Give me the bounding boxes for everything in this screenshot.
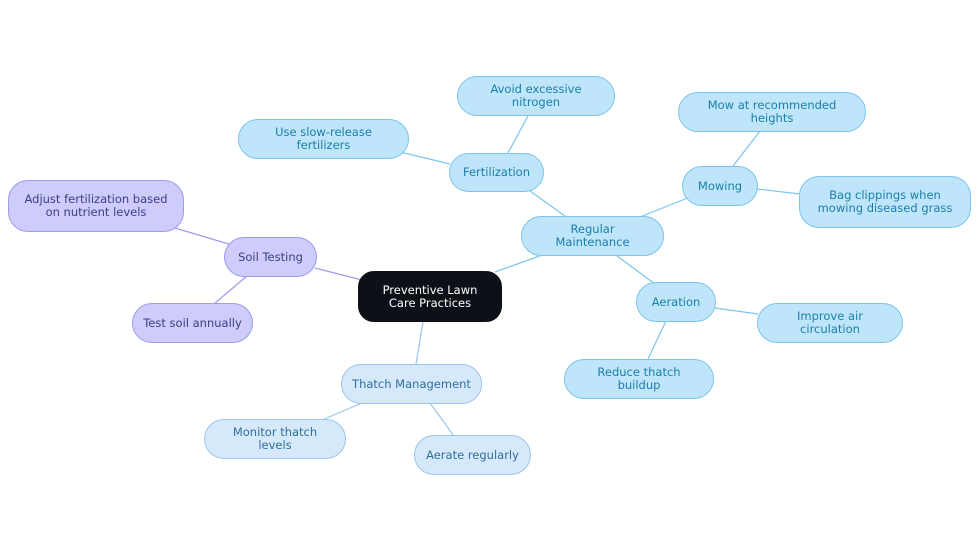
node-slow-release[interactable]: Use slow-release fertilizers — [238, 119, 409, 159]
edge-fertilization-slow-release — [399, 151, 451, 165]
node-preventive-lawn-care[interactable]: Preventive Lawn Care Practices — [358, 271, 502, 322]
edge-soil-adjust — [174, 227, 233, 246]
node-label: Reduce thatch buildup — [597, 365, 681, 392]
edge-mowing-bag — [756, 188, 801, 195]
node-air-circulation[interactable]: Improve air circulation — [757, 303, 903, 343]
edge-fertilization-nitrogen — [507, 115, 529, 154]
edge-center-thatch-management — [415, 321, 424, 365]
node-aeration[interactable]: Aeration — [636, 282, 716, 322]
node-soil-testing[interactable]: Soil Testing — [224, 237, 317, 277]
node-mowing[interactable]: Mowing — [682, 166, 758, 206]
edge-center-soil-testing — [314, 267, 363, 281]
edge-maintenance-aeration — [616, 255, 656, 285]
node-regular-maintenance[interactable]: Regular Maintenance — [521, 216, 664, 256]
node-label: Use slow-release fertilizers — [275, 125, 372, 152]
edge-aeration-thatch-buildup — [647, 320, 667, 360]
node-label: Test soil annually — [143, 315, 242, 330]
edge-thatch-aerate — [429, 402, 455, 437]
node-label: Adjust fertilization based on nutrient l… — [24, 192, 168, 219]
node-label: Soil Testing — [238, 249, 303, 264]
node-label: Preventive Lawn Care Practices — [382, 282, 478, 310]
node-thatch-management[interactable]: Thatch Management — [341, 364, 482, 404]
node-thatch-buildup[interactable]: Reduce thatch buildup — [564, 359, 714, 399]
node-label: Monitor thatch levels — [232, 425, 318, 452]
node-label: Thatch Management — [352, 376, 471, 391]
node-bag-clippings[interactable]: Bag clippings when mowing diseased grass — [799, 176, 971, 228]
node-label: Improve air circulation — [797, 309, 863, 336]
node-mow-heights[interactable]: Mow at recommended heights — [678, 92, 866, 132]
node-label: Aeration — [651, 294, 701, 309]
edge-maintenance-mowing — [639, 196, 691, 218]
node-test-annually[interactable]: Test soil annually — [132, 303, 253, 343]
edge-soil-annually — [214, 275, 248, 304]
node-aerate-regularly[interactable]: Aerate regularly — [414, 435, 531, 475]
node-label: Regular Maintenance — [555, 222, 630, 249]
node-label: Aerate regularly — [426, 447, 519, 462]
node-label: Bag clippings when mowing diseased grass — [817, 188, 953, 215]
node-label: Fertilization — [463, 165, 530, 179]
edge-aeration-air — [714, 307, 759, 315]
node-avoid-nitrogen[interactable]: Avoid excessive nitrogen — [457, 76, 615, 116]
node-label: Mow at recommended heights — [707, 98, 837, 125]
node-fertilization[interactable]: Fertilization — [449, 153, 544, 192]
node-label: Avoid excessive nitrogen — [490, 82, 582, 109]
node-monitor-thatch[interactable]: Monitor thatch levels — [204, 419, 346, 459]
node-adjust-fertilization[interactable]: Adjust fertilization based on nutrient l… — [8, 180, 184, 232]
node-label: Mowing — [697, 178, 743, 193]
edge-center-regular-maintenance — [494, 253, 546, 273]
edge-maintenance-fertilization — [529, 190, 566, 217]
edge-thatch-monitor — [321, 402, 363, 421]
edge-mowing-heights — [732, 130, 761, 167]
